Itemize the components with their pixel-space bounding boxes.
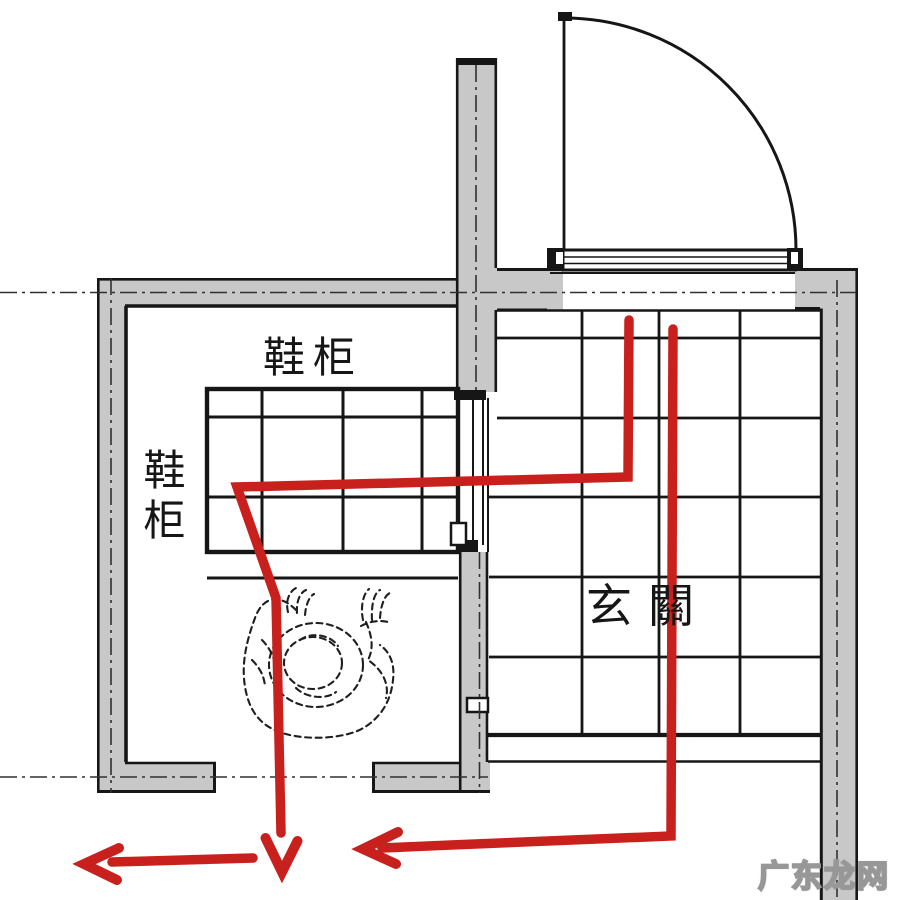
entrance-door [547, 12, 803, 272]
tile-grid [488, 309, 820, 763]
flow-path-exit [107, 853, 258, 867]
wall-center-lower [459, 552, 488, 793]
wall-right [820, 268, 858, 900]
door-sill [561, 248, 797, 272]
watermark: 广东龙网 [757, 858, 890, 896]
label-entrance-hall: 玄關 [586, 579, 710, 633]
wall-hall-top-left [497, 268, 563, 310]
shoe-cabinet-grid [204, 386, 461, 580]
arrowhead-down [260, 833, 303, 884]
traffic-flow-arrows [72, 315, 678, 885]
wall-centerlines [0, 65, 856, 900]
flow-path-hall [377, 324, 678, 853]
wall-left [97, 278, 125, 793]
arrowhead-left-right [351, 827, 403, 869]
jamb-detail [449, 521, 468, 547]
label-shoe-cabinet-top: 鞋柜 [263, 333, 364, 382]
person-figure [242, 586, 395, 739]
door-jamb-left [547, 248, 563, 270]
door-swing-arc [563, 16, 798, 251]
partition-opening [449, 58, 497, 714]
label-shoe-cabinet-side: 鞋柜 [137, 448, 186, 548]
flow-path-cabinet [230, 315, 634, 838]
door-stop-detail [465, 696, 490, 714]
door-jamb-right [787, 248, 803, 270]
wall-end-cap [456, 58, 497, 65]
arrowhead-left-exit [72, 843, 124, 885]
wall-edges [97, 58, 858, 900]
